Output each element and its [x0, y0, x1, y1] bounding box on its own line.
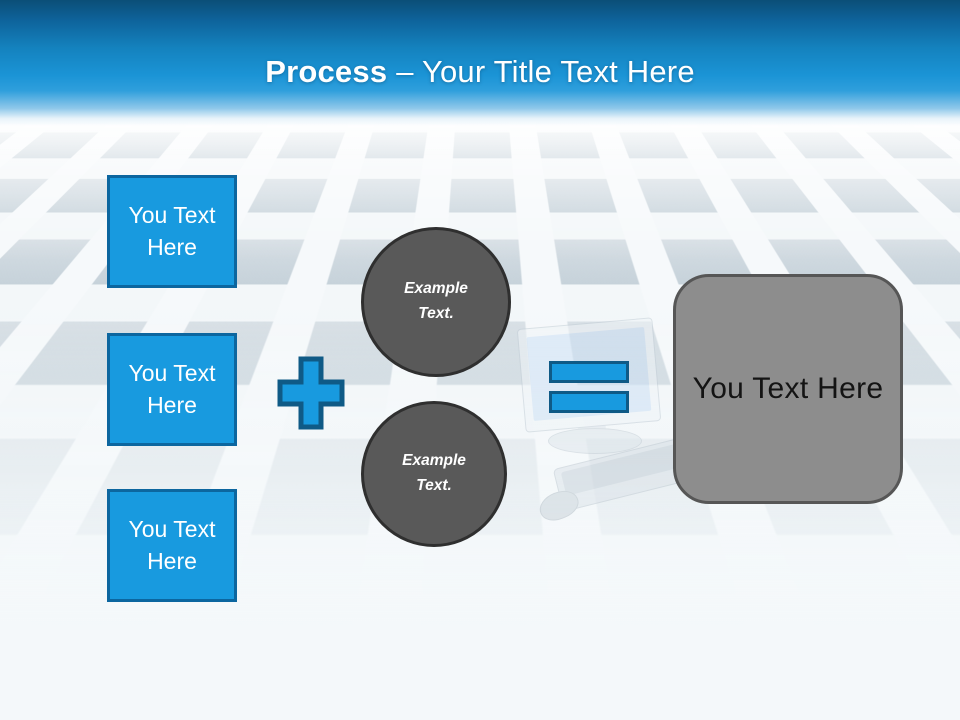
input-box-2[interactable]: You Text Here	[107, 333, 237, 446]
input-box-1-label: You Text Here	[128, 201, 216, 260]
example-circle-1[interactable]: Example Text.	[361, 227, 511, 377]
slide-title[interactable]: Process– Your Title Text Here	[0, 54, 960, 90]
result-box-label: You Text Here	[692, 372, 884, 405]
plus-icon[interactable]	[277, 356, 345, 430]
example-circle-2-label: Example Text.	[402, 452, 466, 494]
input-box-3[interactable]: You Text Here	[107, 489, 237, 602]
result-box[interactable]: You Text Here	[673, 274, 903, 504]
example-circle-2[interactable]: Example Text.	[361, 401, 507, 547]
equals-icon[interactable]	[549, 361, 629, 383]
example-circle-1-label: Example Text.	[404, 280, 468, 322]
input-box-2-label: You Text Here	[128, 359, 216, 418]
monitor-base	[548, 428, 642, 454]
header-banner	[0, 0, 960, 126]
equals-icon-bottom-bar[interactable]	[549, 391, 629, 413]
input-box-3-label: You Text Here	[128, 515, 216, 574]
title-rest: – Your Title Text Here	[396, 54, 695, 89]
title-emphasis: Process	[265, 54, 388, 89]
input-box-1[interactable]: You Text Here	[107, 175, 237, 288]
